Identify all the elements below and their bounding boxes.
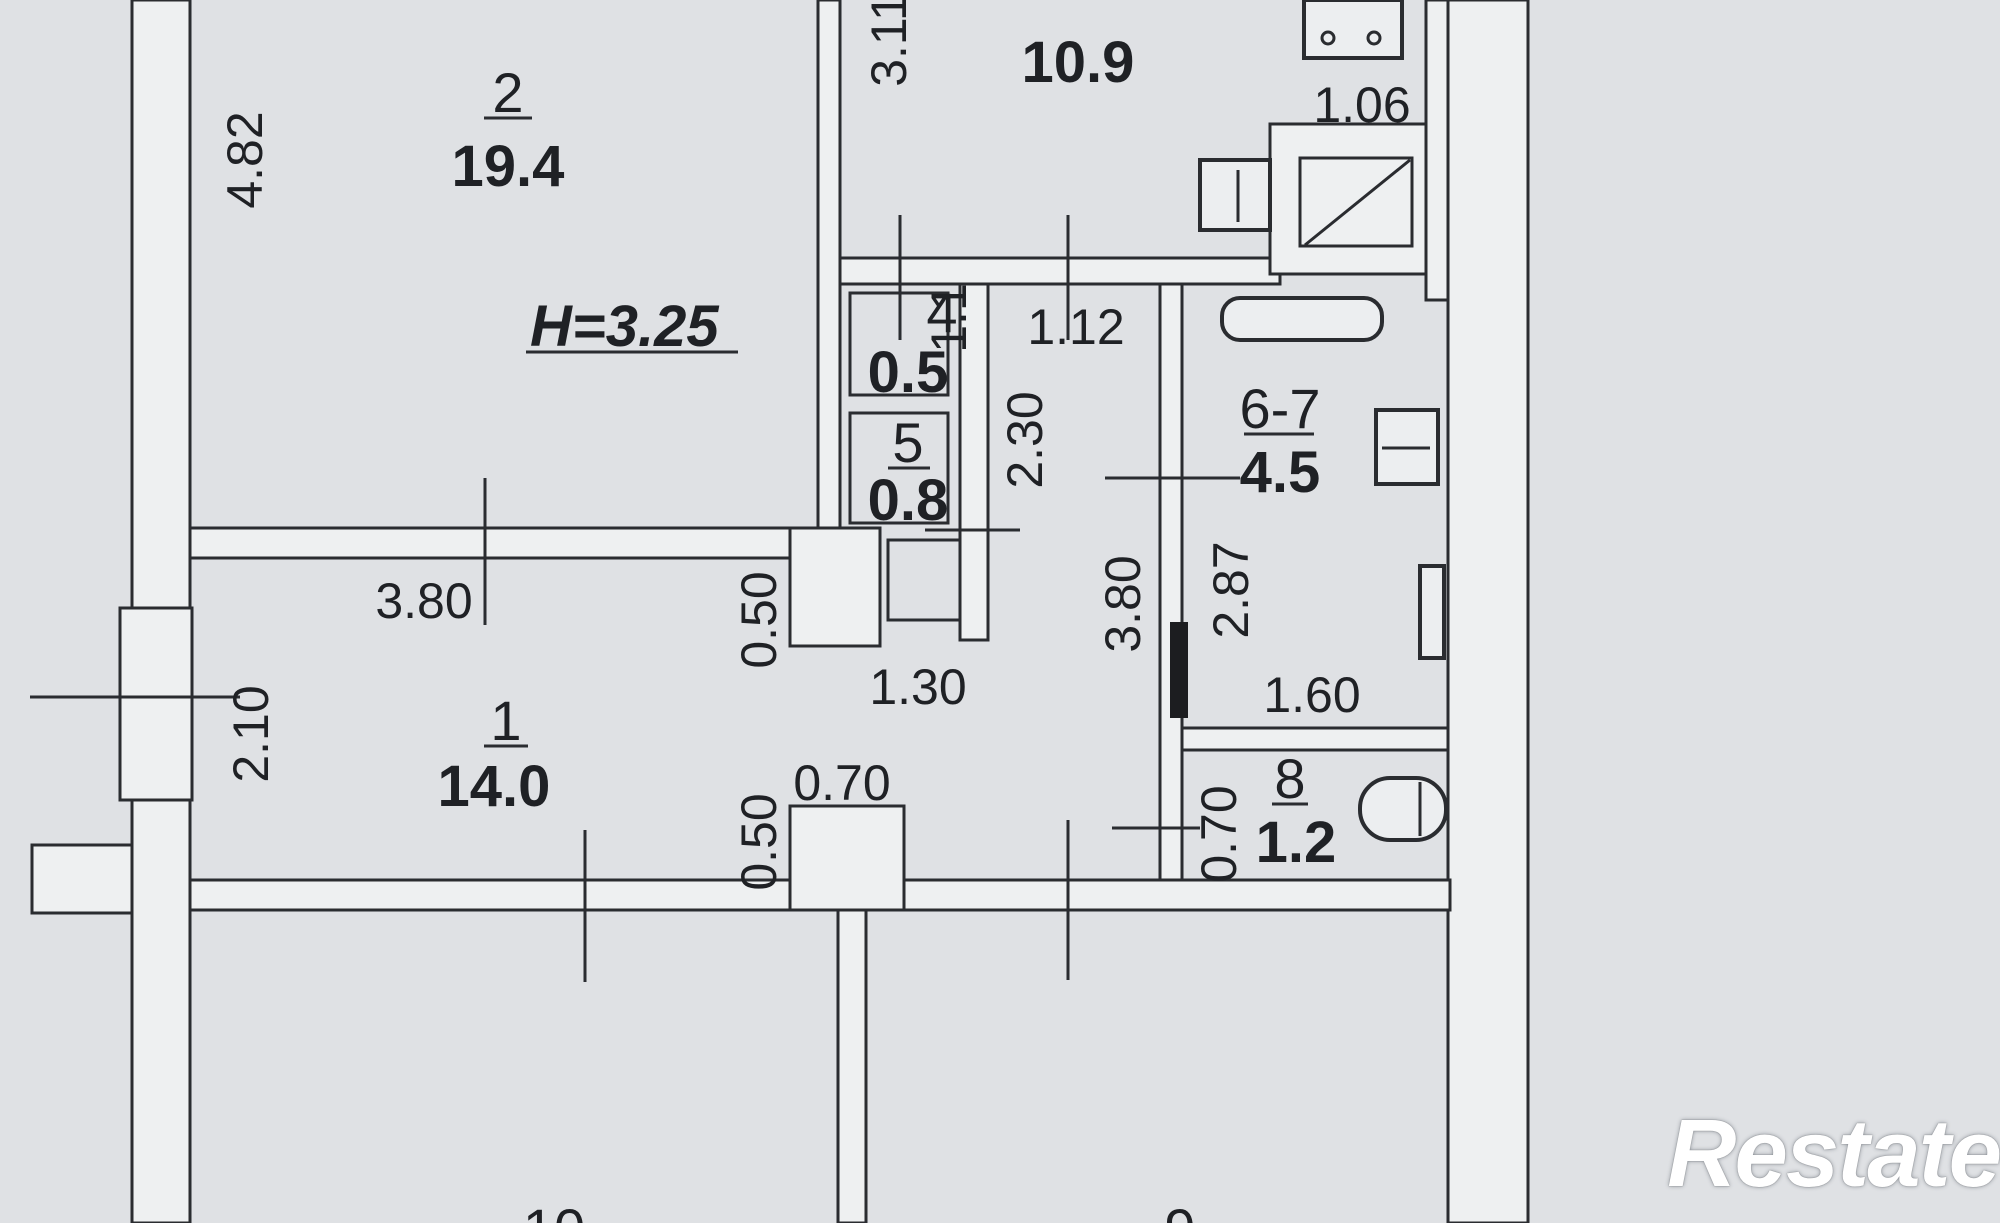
ventilation-block: [1268, 122, 1428, 276]
room-6-7-area: 4.5: [1240, 440, 1321, 505]
shaft-upper: [788, 526, 882, 648]
vent-inner: [1298, 156, 1414, 248]
dim-3-80-horizontal: 3.80: [375, 573, 472, 629]
window-left: [118, 606, 194, 802]
closet-5: [848, 411, 950, 525]
room-6-7-number: 6-7: [1240, 377, 1321, 440]
bathtub-icon: [1220, 296, 1384, 342]
wall-room2-closet: [816, 0, 842, 547]
dim-1-06: 1.06: [1313, 77, 1410, 133]
dim-0-70-horizontal: 0.70: [793, 755, 890, 811]
kitchen-sink-icon: [1198, 158, 1272, 232]
room-1-number: 1: [490, 689, 521, 752]
dim-2-30: 2.30: [997, 391, 1053, 488]
wall-room2-room1: [188, 526, 792, 560]
room-2-number: 2: [492, 61, 523, 124]
dim-3-80-vertical: 3.80: [1095, 555, 1151, 652]
dim-1-12: 1.12: [1027, 299, 1124, 355]
room-5-number: 5: [892, 411, 923, 474]
dim-1-60: 1.60: [1263, 667, 1360, 723]
dim-4-82: 4.82: [217, 111, 273, 208]
stove-burner-icon: [1366, 30, 1382, 46]
ceiling-height: H=3.25: [530, 294, 719, 359]
balcony-stub: [30, 843, 134, 915]
dim-1-30: 1.30: [869, 659, 966, 715]
wall-room3-bottom: [838, 256, 1282, 286]
vent-diagonal: [1304, 158, 1411, 247]
radiator-icon: [1418, 564, 1446, 660]
dim-2-87: 2.87: [1203, 541, 1259, 638]
stove-burner-icon: [1320, 30, 1336, 46]
dim-0-50-upper: 0.50: [731, 571, 787, 668]
room-9-number: 9: [1164, 1197, 1195, 1223]
restate-logo: Restate: [1667, 1100, 2000, 1207]
room-5-area: 0.8: [868, 468, 949, 533]
stove-icon: [1302, 0, 1404, 60]
closet-nook: [886, 538, 962, 622]
room-4-number: 4: [926, 281, 957, 344]
wall-corridor-bath: [1158, 282, 1184, 882]
room-10-number: 10: [523, 1197, 585, 1223]
wall-room3-right: [1424, 0, 1450, 302]
outer-wall-right: [1446, 0, 1530, 1223]
room-3-area: 10.9: [1022, 30, 1135, 95]
wall-closet-corridor: [958, 282, 990, 642]
dim-2-10: 2.10: [223, 685, 279, 782]
room-1-area: 14.0: [438, 754, 551, 819]
room-8-number: 8: [1274, 747, 1305, 810]
room-2-area: 19.4: [452, 134, 565, 199]
wall-lower-divider: [836, 908, 868, 1223]
dim-1-1-closet: 1.1: [921, 283, 977, 353]
door-marker: [1170, 622, 1188, 718]
room-4-area: 0.5: [868, 340, 949, 405]
wall-bath-toilet: [1180, 726, 1450, 752]
dim-0-50-lower: 0.50: [731, 793, 787, 890]
dim-0-70-vertical: 0.70: [1191, 785, 1247, 882]
room-8-area: 1.2: [1256, 810, 1337, 875]
dim-3-11: 3.11: [861, 0, 917, 87]
toilet-icon: [1358, 776, 1448, 842]
shaft-lower: [788, 804, 906, 912]
